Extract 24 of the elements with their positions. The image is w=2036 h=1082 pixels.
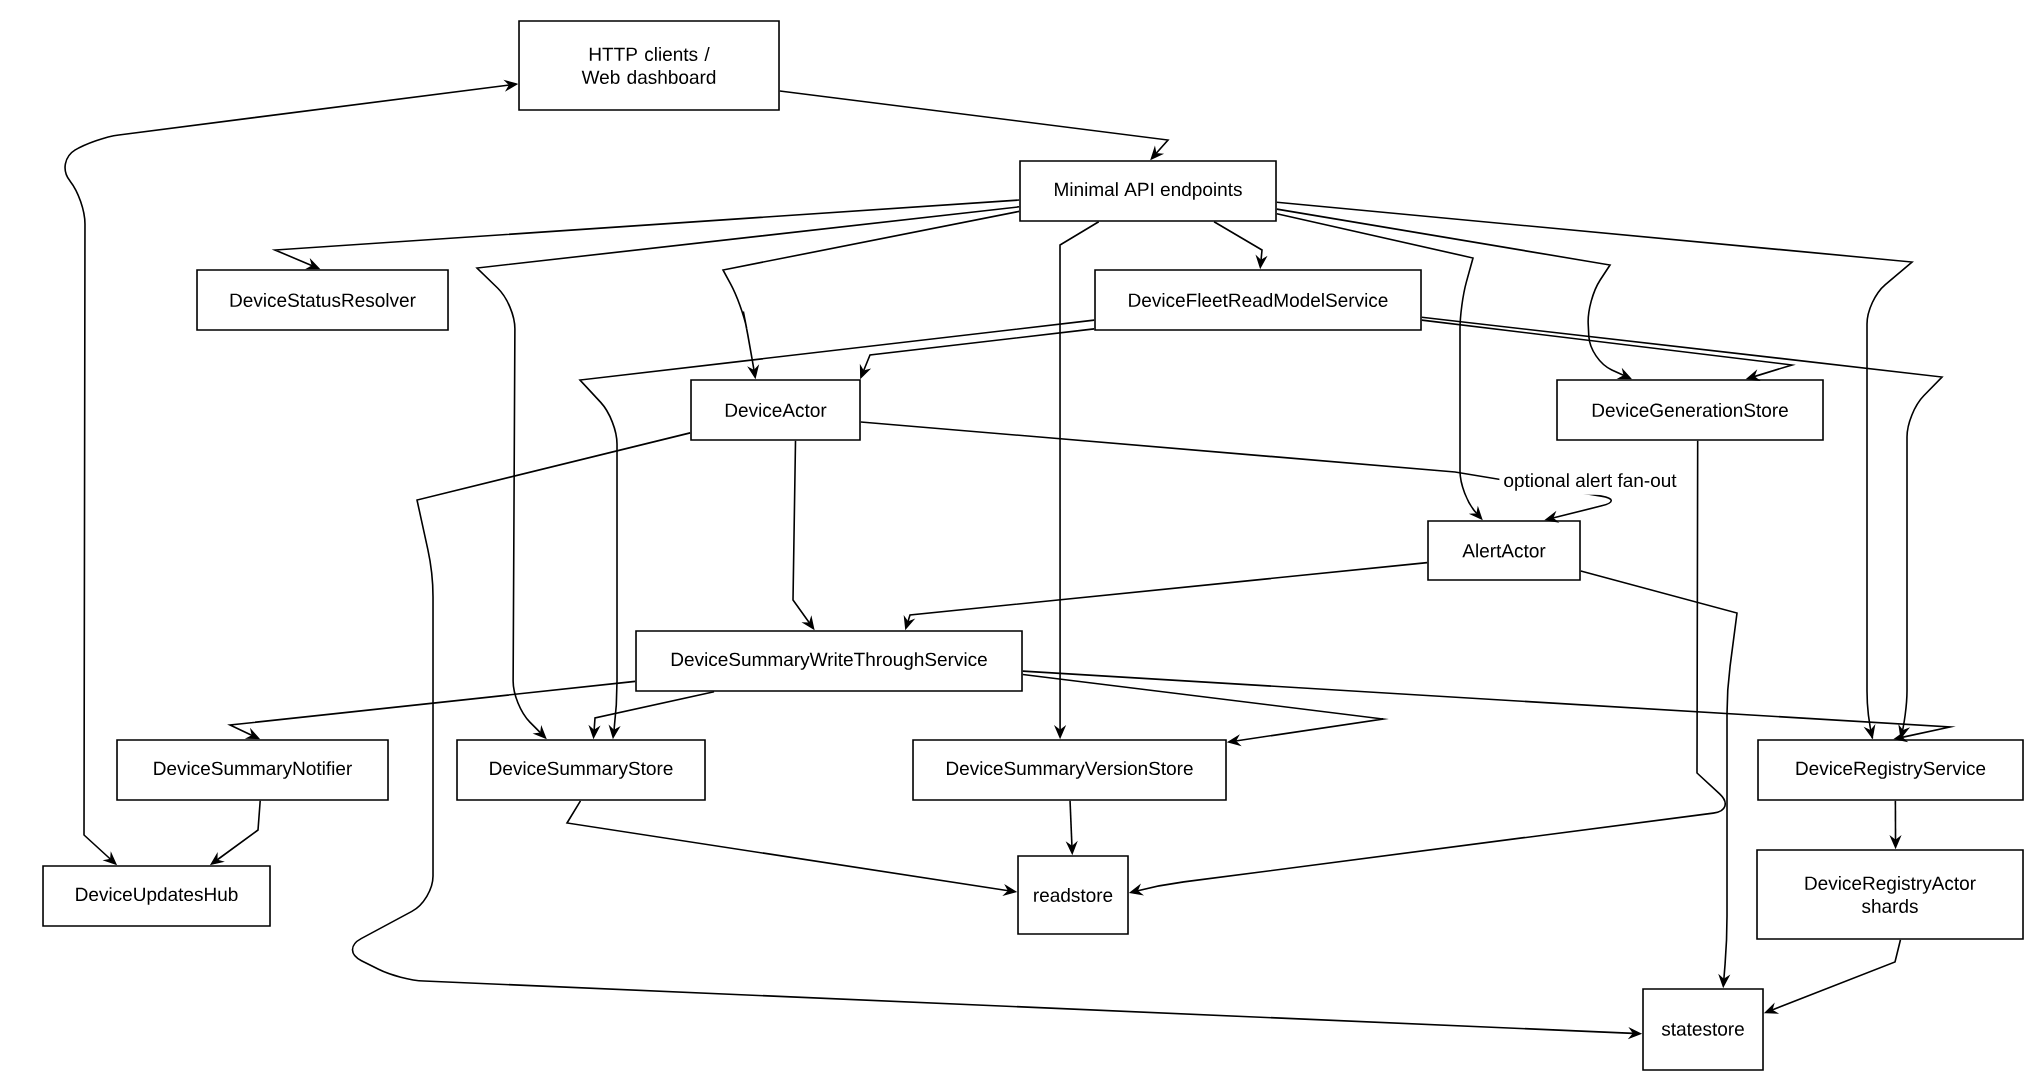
arrow — [271, 199, 1020, 270]
process-box: DeviceUpdatesHub — [42, 865, 271, 927]
arrow — [1421, 319, 1796, 381]
process-box: AlertActor — [1427, 520, 1581, 581]
process-box: HTTP clients / Web dashboard — [518, 20, 780, 111]
process-box: DeviceSummaryVersionStore — [912, 739, 1227, 801]
process-box: DeviceSummaryStore — [456, 739, 706, 801]
edge-label: optional alert fan-out — [1499, 469, 1681, 495]
arrow — [860, 421, 1613, 523]
arrow — [227, 680, 636, 740]
arrow — [1022, 670, 1956, 743]
process-box: DeviceGenerationStore — [1556, 379, 1824, 441]
arrow — [1022, 673, 1389, 747]
process-box: DeviceSummaryWriteThroughService — [635, 630, 1023, 692]
process-box: DeviceFleetReadModelService — [1094, 269, 1422, 331]
arrow — [1276, 201, 1913, 740]
process-box: DeviceRegistryActor shards — [1756, 849, 2024, 940]
process-box: DeviceSummaryNotifier — [116, 739, 389, 801]
process-box: Minimal API endpoints — [1019, 160, 1277, 222]
process-box: DeviceStatusResolver — [196, 269, 449, 331]
process-box: DeviceRegistryService — [1757, 739, 2024, 801]
process-box: DeviceActor — [690, 379, 861, 441]
process-box: statestore — [1642, 988, 1764, 1071]
process-box: readstore — [1017, 855, 1129, 935]
